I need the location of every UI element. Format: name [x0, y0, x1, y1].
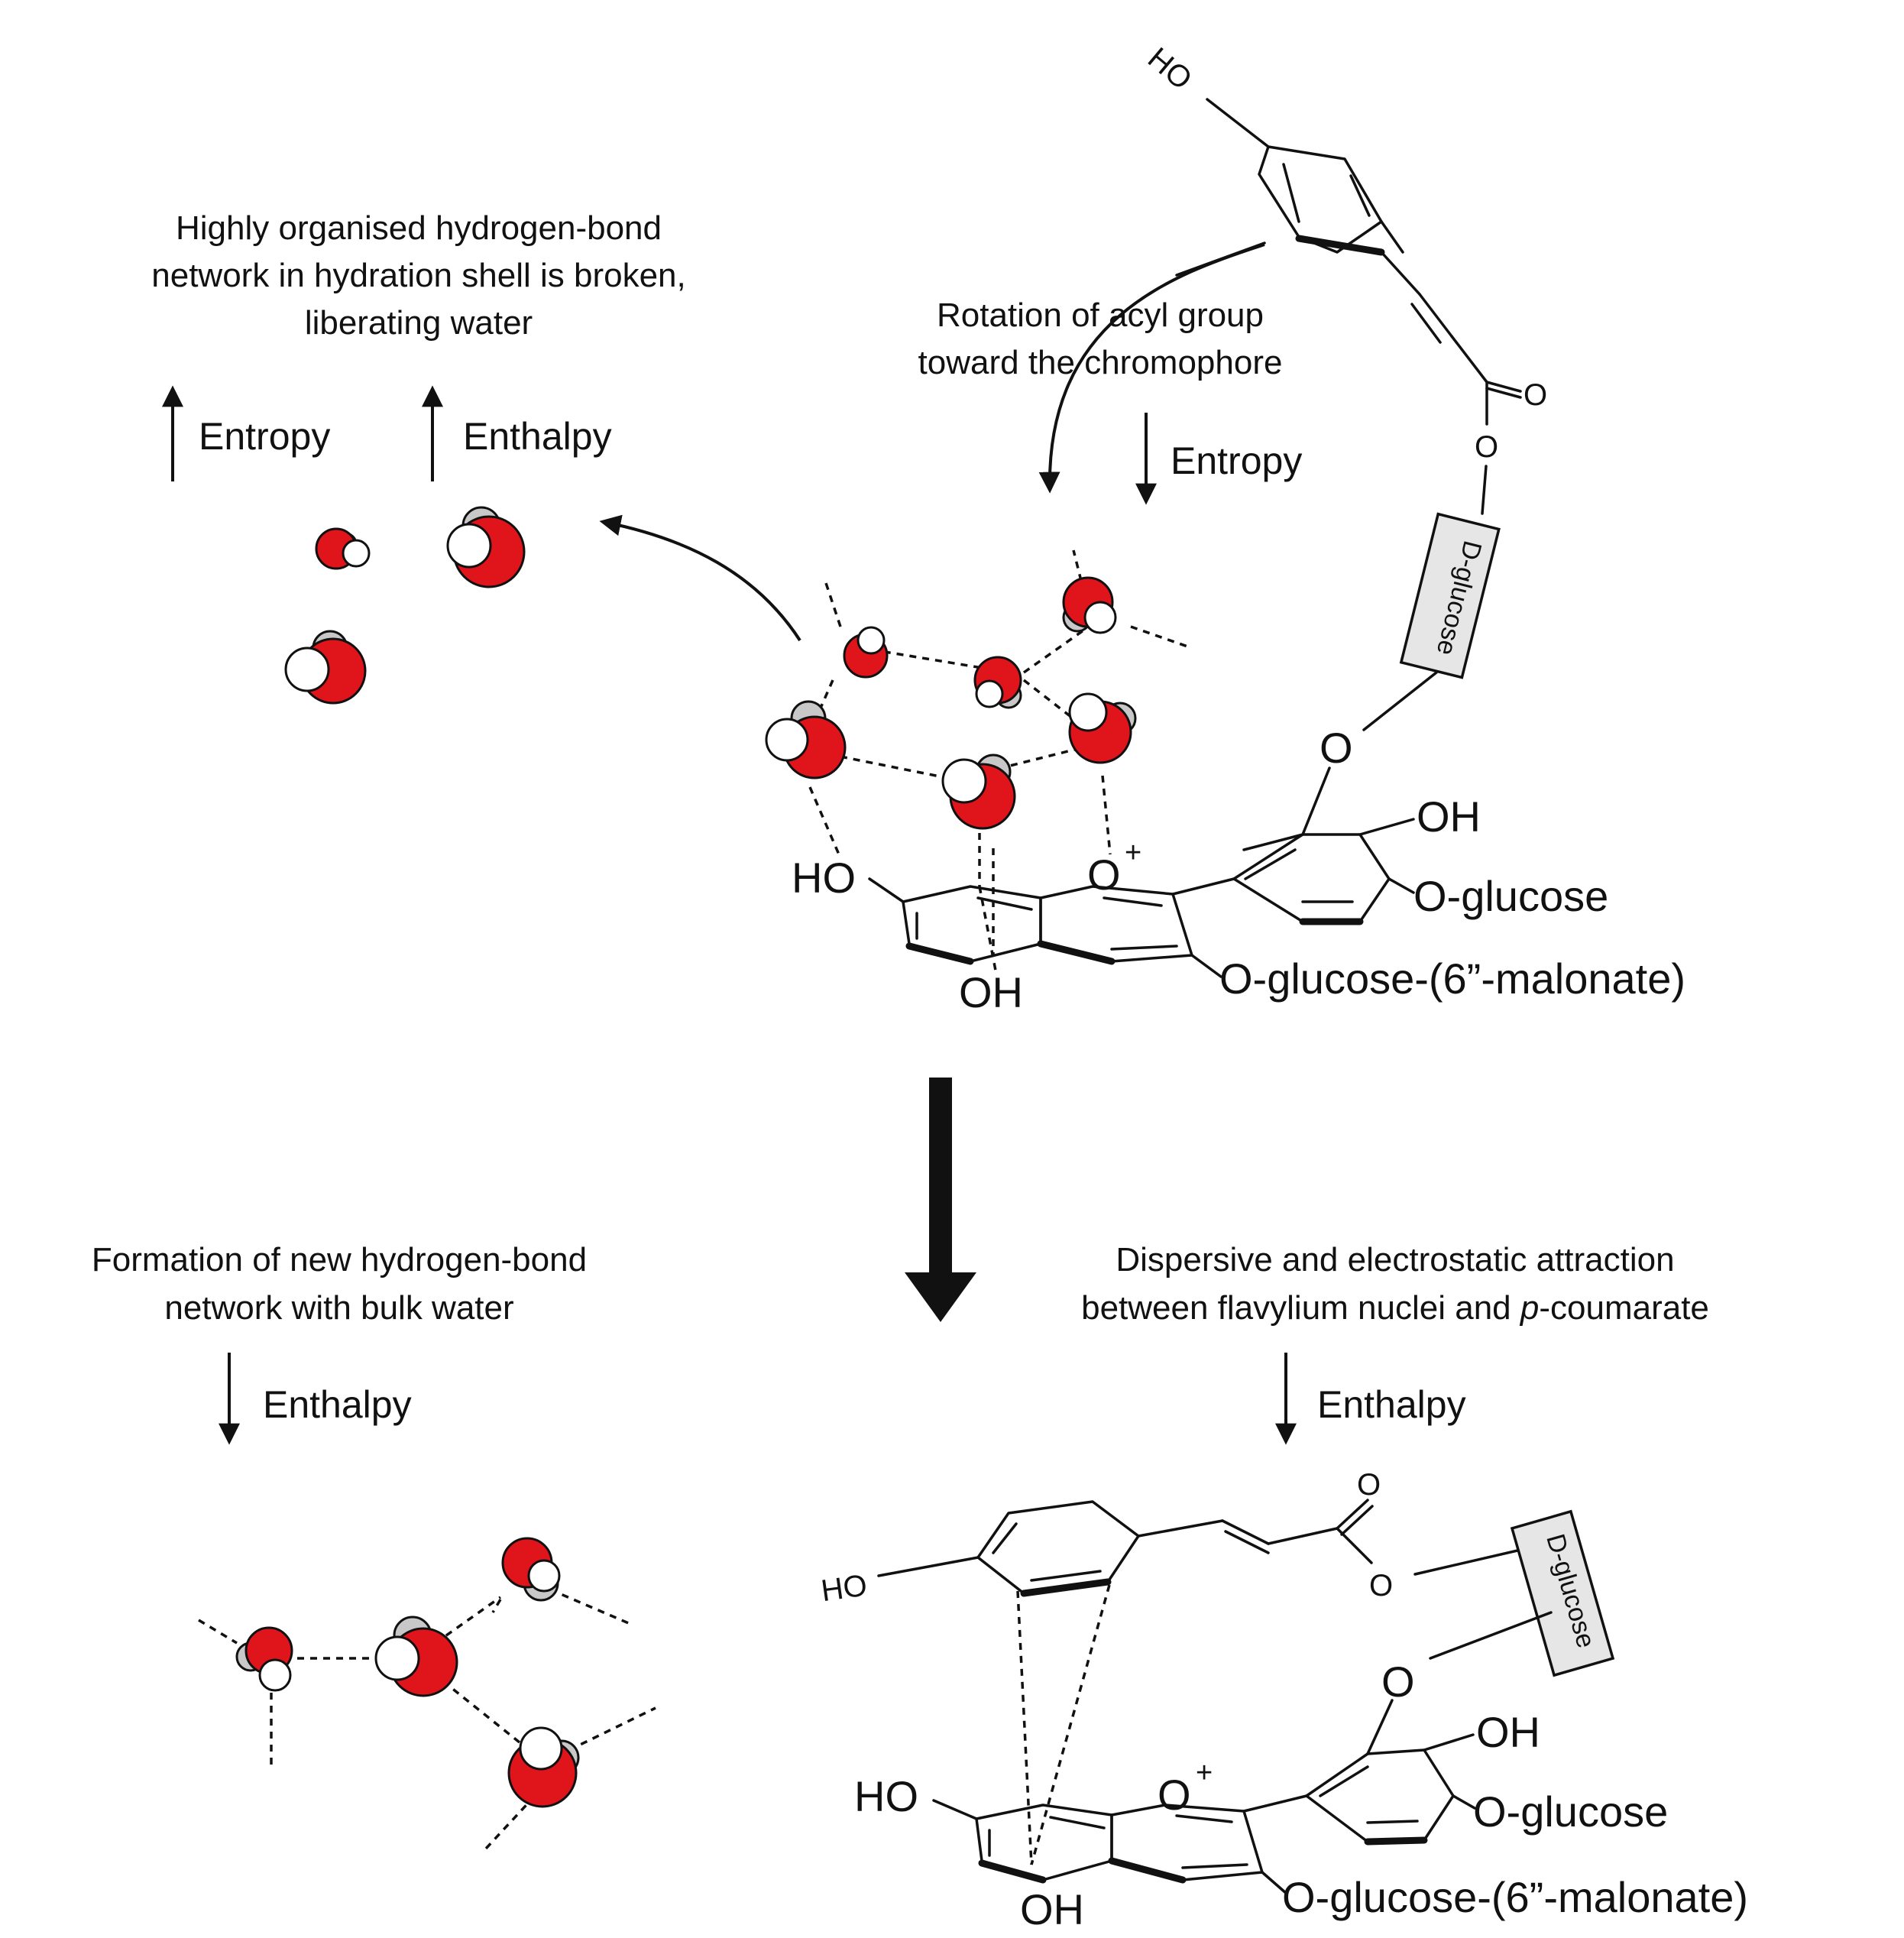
caption-attraction: Dispersive and electrostatic attraction … [1081, 1241, 1709, 1327]
water-molecule [1062, 576, 1117, 634]
water-molecule [501, 1537, 561, 1602]
ho-label: HO [854, 1772, 918, 1820]
ester-oxygen: O [1369, 1569, 1393, 1603]
caption-line: liberating water [305, 304, 533, 342]
caption-line: Rotation of acyl group [937, 297, 1264, 334]
water-molecule [973, 656, 1022, 709]
hydroxyl-label: HO [1141, 41, 1198, 96]
ho-label: HO [792, 854, 856, 902]
oh-label: OH [1020, 1885, 1084, 1933]
enthalpy-up-indicator: Enthalpy [422, 385, 612, 481]
oh-label: OH [1476, 1708, 1540, 1756]
top-anthocyanin-molecule: HO O O D-glucose O OH O-glucose [792, 41, 1685, 1016]
hydroxyl-label: HO [819, 1568, 869, 1608]
water-molecule [284, 630, 367, 705]
water-molecule [235, 1626, 293, 1692]
enthalpy-label: Enthalpy [1317, 1383, 1466, 1426]
hydration-shell-network [765, 549, 1193, 975]
pi-stacking-line [1016, 1590, 1033, 1865]
caption-line: toward the chromophore [918, 344, 1283, 381]
cation-charge: + [1196, 1757, 1213, 1789]
sugar-box: D-glucose [1399, 512, 1501, 679]
free-water-molecules [284, 506, 526, 705]
entropy-label: Entropy [1171, 439, 1302, 482]
ester-oxygen: O [1357, 1468, 1381, 1502]
ester-oxygen: O [1524, 378, 1547, 412]
caption-rotation: Rotation of acyl group toward the chromo… [918, 297, 1283, 381]
enthalpy-down-right-indicator: Enthalpy [1275, 1353, 1466, 1445]
o-glucose-malonate-label: O-glucose-(6”-malonate) [1219, 954, 1685, 1003]
enthalpy-label: Enthalpy [263, 1383, 412, 1426]
oxonium-label: O [1087, 851, 1121, 899]
water-molecule [446, 506, 526, 588]
bulk-water-network [198, 1537, 656, 1851]
caption-line: network with bulk water [164, 1289, 513, 1327]
caption-hbond-broken: Highly organised hydrogen-bond network i… [151, 209, 685, 342]
caption-line: network in hydration shell is broken, [151, 257, 685, 294]
water-molecule [1068, 692, 1137, 764]
oxonium-label: O [1158, 1771, 1191, 1819]
reaction-arrow [905, 1078, 976, 1322]
oh-label: OH [959, 968, 1023, 1016]
caption-line: Formation of new hydrogen-bond [92, 1241, 587, 1278]
water-molecule [941, 753, 1016, 830]
o-glucose-malonate-label: O-glucose-(6”-malonate) [1282, 1873, 1748, 1921]
glycosidic-oxygen: O [1381, 1658, 1415, 1706]
o-glucose-label: O-glucose [1473, 1787, 1668, 1836]
caption-line: Dispersive and electrostatic attraction [1116, 1241, 1674, 1278]
enthalpy-down-left-indicator: Enthalpy [219, 1353, 412, 1445]
entropy-label: Entropy [199, 415, 330, 458]
glycosidic-oxygen: O [1320, 724, 1353, 772]
sugar-box: D-glucose [1510, 1509, 1615, 1677]
entropy-down-indicator: Entropy [1135, 413, 1302, 505]
enthalpy-label: Enthalpy [463, 415, 612, 458]
water-molecule [315, 527, 371, 570]
water-molecule [765, 700, 847, 779]
water-molecule [374, 1616, 458, 1697]
pi-stacking-line [1030, 1584, 1111, 1865]
caption-line: Highly organised hydrogen-bond [176, 209, 662, 247]
caption-line: between flavylium nuclei and p-coumarate [1081, 1289, 1709, 1327]
cation-charge: + [1125, 837, 1141, 869]
oh-label: OH [1417, 792, 1481, 841]
rotation-pointer-line [1175, 241, 1266, 277]
bottom-anthocyanin-molecule: HO O O D-glucose O OH O-glucose [819, 1468, 1748, 1933]
liberation-curved-arrow [599, 514, 801, 642]
ester-oxygen: O [1475, 430, 1498, 464]
o-glucose-label: O-glucose [1413, 872, 1608, 920]
water-molecule [507, 1726, 580, 1808]
caption-new-network: Formation of new hydrogen-bond network w… [92, 1241, 587, 1327]
entropy-up-indicator: Entropy [162, 385, 330, 481]
water-molecule [843, 626, 889, 679]
